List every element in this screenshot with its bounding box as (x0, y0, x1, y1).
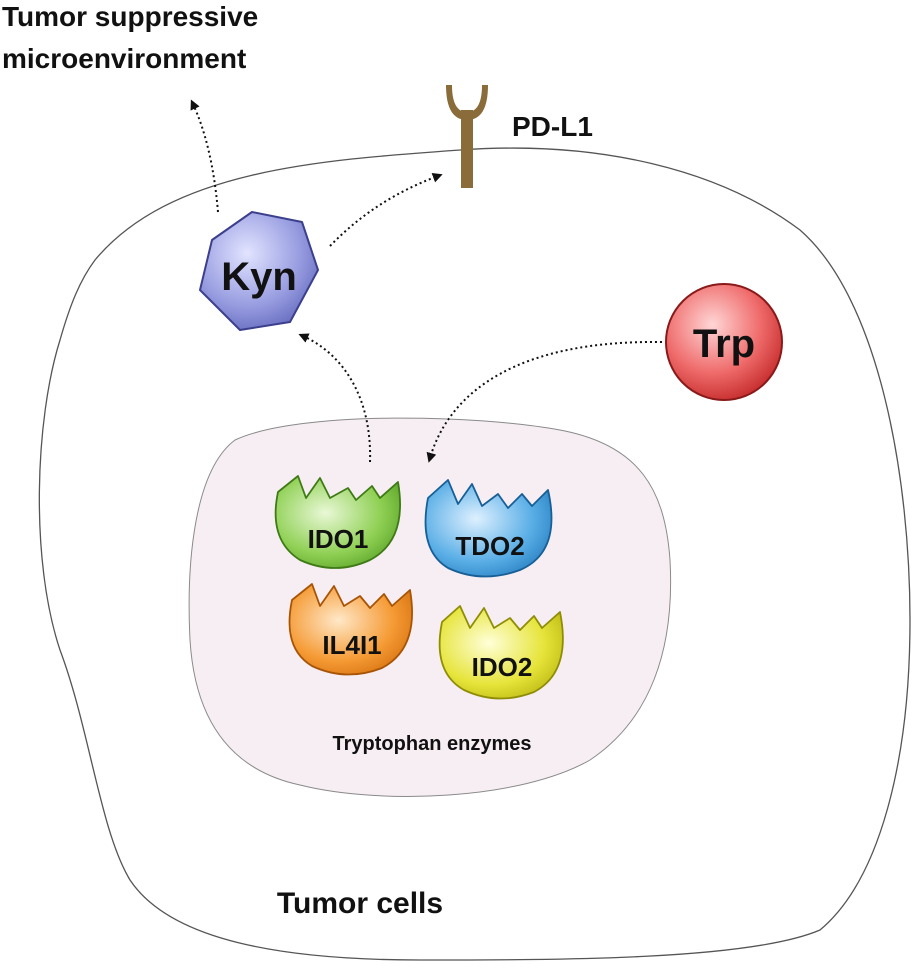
trp-label: Trp (693, 322, 755, 366)
enzyme-label-il4i1: IL4I1 (322, 630, 381, 660)
enzyme-label-ido1: IDO1 (308, 524, 369, 554)
enzyme-ido1: IDO1 (274, 475, 401, 569)
enzyme-label-tdo2: TDO2 (455, 531, 524, 561)
pdl1-receptor-icon (446, 85, 488, 188)
env-label-line2: microenvironment (2, 43, 246, 74)
arrow-enzymes-to-kyn (298, 333, 372, 463)
tumor-cells-label: Tumor cells (277, 887, 443, 920)
enzyme-il4i1: IL4I1 (288, 583, 413, 676)
enzyme-ido2: IDO2 (438, 605, 564, 700)
enzyme-label-ido2: IDO2 (472, 652, 533, 682)
enzyme-tdo2: TDO2 (424, 479, 553, 578)
trp-node: Trp (665, 283, 783, 401)
kyn-label: Kyn (221, 255, 297, 299)
kyn-node: Kyn (199, 211, 319, 331)
arrow-trp-to-enzymes (426, 340, 663, 463)
pdl1-label: PD-L1 (512, 111, 593, 142)
arrow-kyn-to-environment (190, 99, 219, 213)
env-label-line1: Tumor suppressive (2, 1, 258, 32)
enzyme-group-label: Tryptophan enzymes (333, 733, 532, 755)
